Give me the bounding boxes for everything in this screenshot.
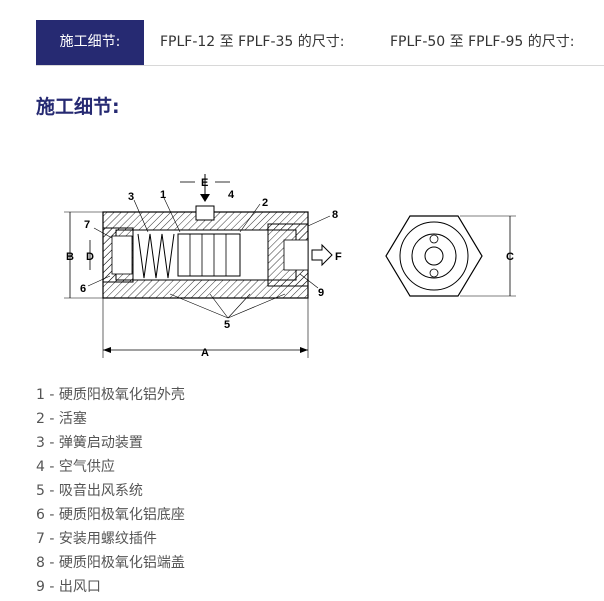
dim-label-b: B <box>66 251 74 263</box>
legend-item: 4 - 空气供应 <box>36 459 115 475</box>
legend-item: 8 - 硬质阳极氧化铝端盖 <box>36 555 185 571</box>
legend-item: 7 - 安装用螺纹插件 <box>36 531 157 547</box>
callout-9: 9 <box>318 287 324 299</box>
legend-item: 6 - 硬质阳极氧化铝底座 <box>36 507 185 523</box>
dim-label-d: D <box>86 251 94 263</box>
tab-dimensions-fplf-12-35[interactable]: FPLF-12 至 FPLF-35 的尺寸: <box>160 34 345 50</box>
dim-label-c: C <box>506 251 514 263</box>
side-view <box>64 174 333 358</box>
tab-bar: 施工细节: FPLF-12 至 FPLF-35 的尺寸: FPLF-50 至 F… <box>36 20 604 66</box>
section-title: 施工细节: <box>36 96 120 118</box>
legend-item: 1 - 硬质阳极氧化铝外壳 <box>36 387 185 403</box>
front-view <box>385 215 516 297</box>
callout-4: 4 <box>228 189 235 201</box>
callout-2: 2 <box>262 197 268 209</box>
construction-diagram: E B D F A C 1 2 3 4 5 6 7 8 9 <box>64 174 516 359</box>
legend-item: 5 - 吸音出风系统 <box>36 483 143 499</box>
tab-dimensions-fplf-50-95[interactable]: FPLF-50 至 FPLF-95 的尺寸: <box>390 34 575 50</box>
legend-item: 2 - 活塞 <box>36 411 87 427</box>
callout-6: 6 <box>80 283 86 295</box>
callout-7: 7 <box>84 219 90 231</box>
legend-item: 3 - 弹簧启动装置 <box>36 435 143 451</box>
callout-8: 8 <box>332 209 338 221</box>
callout-1: 1 <box>160 189 166 201</box>
dim-label-f: F <box>335 251 342 263</box>
dim-label-a: A <box>201 347 209 359</box>
callout-3: 3 <box>128 191 134 203</box>
dim-label-e: E <box>201 177 208 189</box>
parts-legend: 1 - 硬质阳极氧化铝外壳 2 - 活塞 3 - 弹簧启动装置 4 - 空气供应… <box>36 383 185 599</box>
tab-construction-details[interactable]: 施工细节: <box>36 20 144 65</box>
callout-5: 5 <box>224 319 230 331</box>
legend-item: 9 - 出风口 <box>36 579 101 595</box>
